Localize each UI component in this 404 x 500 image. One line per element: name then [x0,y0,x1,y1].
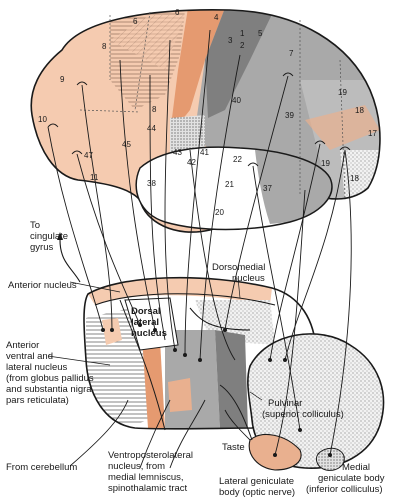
area-label-3: 3 [228,36,233,45]
somatosensory-dark-region [205,9,275,118]
label-vpl-line4: spinothalamic tract [108,483,188,494]
area-label-1: 1 [240,29,245,38]
area-label-21: 21 [225,180,234,189]
area-label-8a: 8 [102,42,107,51]
label-anterior-ventral-line6: pars reticulata) [6,395,69,406]
lateral-geniculate-body [248,434,302,471]
area-label-43: 43 [173,148,182,157]
label-anterior-ventral-line3: lateral nucleus [6,362,68,373]
area-label-40: 40 [232,96,241,105]
label-lateral-geniculate-line1: Lateral geniculate [219,476,294,487]
label-pulvinar-line2: (superior colliculus) [262,409,344,420]
label-medial-geniculate-line2: geniculate body [318,473,385,484]
area-label-8b: 8 [152,105,157,114]
label-taste: Taste [222,442,245,453]
label-anterior-nucleus: Anterior nucleus [8,280,77,291]
area-label-22: 22 [233,155,242,164]
label-dorsomedial-line1: Dorsomedial [212,262,265,273]
label-anterior-ventral-line2: ventral and [6,351,53,362]
visual-association-band [305,105,380,150]
dorsal-lamina [189,307,251,331]
area-label-38: 38 [147,179,156,188]
lateral-lamina [119,299,166,431]
label-dorsomedial-line2: nucleus [232,273,265,284]
area-label-39: 39 [285,111,294,120]
label-from-cerebellum: From cerebellum [6,462,77,473]
thalamic-groove [219,384,253,441]
medial-geniculate-body [315,447,345,471]
label-vpl-line3: medial lemniscus, [108,472,184,483]
projection-fibres [47,29,352,456]
motor-cortex-area-4 [172,9,225,125]
leader-lines [47,277,263,401]
diagram-labels: To cingulate gyrus Anterior nucleus Dors… [6,220,385,498]
label-pulvinar-line1: Pulvinar [268,398,302,409]
area-label-20: 20 [215,208,224,217]
thalamus [83,276,385,471]
area-label-9: 9 [60,75,65,84]
area-label-18a: 18 [355,106,364,115]
label-cingulate-line3: gyrus [30,242,53,253]
label-dorsal-lateral-line1: Dorsal [131,306,161,317]
label-cingulate-line2: cingulate [30,231,68,242]
area-label-47: 47 [84,151,93,160]
label-lateral-geniculate-line2: body (optic nerve) [219,487,295,498]
area-label-19a: 19 [338,88,347,97]
label-dorsal-lateral-line2: lateral [131,317,159,328]
area-label-2: 2 [240,41,245,50]
fibre-endpoints [57,232,332,457]
anterior-nucleus-region [88,277,272,305]
area-label-6a: 6 [133,17,138,26]
area-label-18b: 18 [350,174,359,183]
area-label-6b: 6 [175,8,180,17]
temporal-grey-region [255,150,332,224]
cerebral-hemisphere [30,8,381,233]
label-cingulate-line1: To [30,220,40,231]
cortical-terminals [47,72,351,167]
label-dorsal-lateral-line3: nucleus [131,328,167,339]
label-vpl-line2: nucleus, from [108,461,165,472]
area-label-37: 37 [263,184,272,193]
area-label-4: 4 [214,13,219,22]
ventral-peach-patch [168,378,192,412]
label-medial-geniculate-line1: Medial [342,462,370,473]
label-anterior-ventral-line5: and substantia nigra [6,384,92,395]
area-label-10: 10 [38,115,47,124]
area-label-7: 7 [289,49,294,58]
area-boundaries [79,11,346,201]
area-6-diagonal-region [110,15,185,70]
area-label-44: 44 [147,124,156,133]
label-anterior-ventral-line4: (from globus pallidus [6,373,94,384]
label-anterior-ventral-line1: Anterior [6,340,39,351]
input-fibres [69,399,251,469]
label-medial-geniculate-line3: (inferior colliculus) [306,484,383,495]
striate-cortex-stipple [340,150,380,200]
area-label-19b: 19 [321,159,330,168]
area-label-5: 5 [258,29,263,38]
brodmann-area-numbers: 6 6 4 3 1 2 5 7 8 9 10 8 44 45 47 11 40 … [38,8,377,217]
pulvinar [247,333,385,469]
area-label-41: 41 [200,148,209,157]
label-vpl-line1: Ventroposterolateral [108,450,193,461]
area-label-45: 45 [122,140,131,149]
area-label-17: 17 [368,129,377,138]
vpm-dark-region [215,330,248,429]
